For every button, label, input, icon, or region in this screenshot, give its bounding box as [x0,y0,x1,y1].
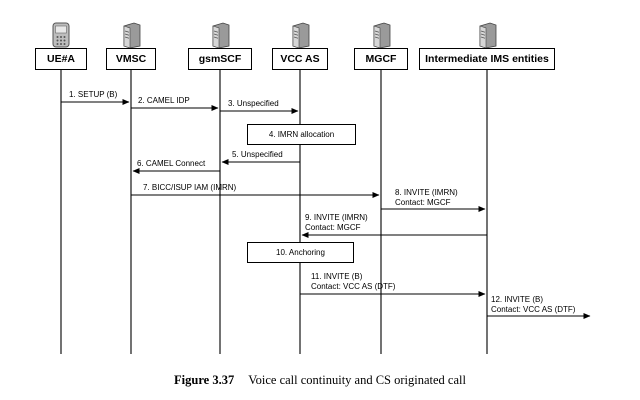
server-icon [373,22,391,48]
message-label: 8. INVITE (IMRN) [395,188,458,197]
figure-caption-text: Voice call continuity and CS originated … [248,373,466,387]
message-label: Contact: MGCF [305,223,361,232]
message-label: Contact: VCC AS (DTF) [311,282,396,291]
message-label: 1. SETUP (B) [69,90,118,99]
message-label: 11. INVITE (B) [311,272,363,281]
server-icon [212,22,230,48]
message-label: Contact: VCC AS (DTF) [491,305,576,314]
server-icon [479,22,497,48]
message-label: 6. CAMEL Connect [137,159,206,168]
message-label: 7. BICC/ISUP IAM (IMRN) [143,183,237,192]
entity-vmsc: VMSC [106,48,156,70]
message-label: 3. Unspecified [228,99,279,108]
entity-ue: UE#A [35,48,87,70]
action-box-imrn-allocation: 4. IMRN allocation [247,124,356,145]
server-icon [292,22,310,48]
message-label: 9. INVITE (IMRN) [305,213,368,222]
entity-ims: Intermediate IMS entities [419,48,555,70]
server-icon [123,22,141,48]
action-box-anchoring: 10. Anchoring [247,242,354,263]
message-label: 5. Unspecified [232,150,283,159]
figure-number: Figure 3.37 [174,373,235,387]
figure-caption: Figure 3.37 Voice call continuity and CS … [0,373,640,388]
entity-mgcf: MGCF [354,48,408,70]
message-label: Contact: MGCF [395,198,451,207]
entity-gsmscf: gsmSCF [188,48,252,70]
phone-icon [52,22,70,48]
entity-vccas: VCC AS [272,48,328,70]
message-label: 12. INVITE (B) [491,295,544,304]
message-label: 2. CAMEL IDP [138,96,190,105]
